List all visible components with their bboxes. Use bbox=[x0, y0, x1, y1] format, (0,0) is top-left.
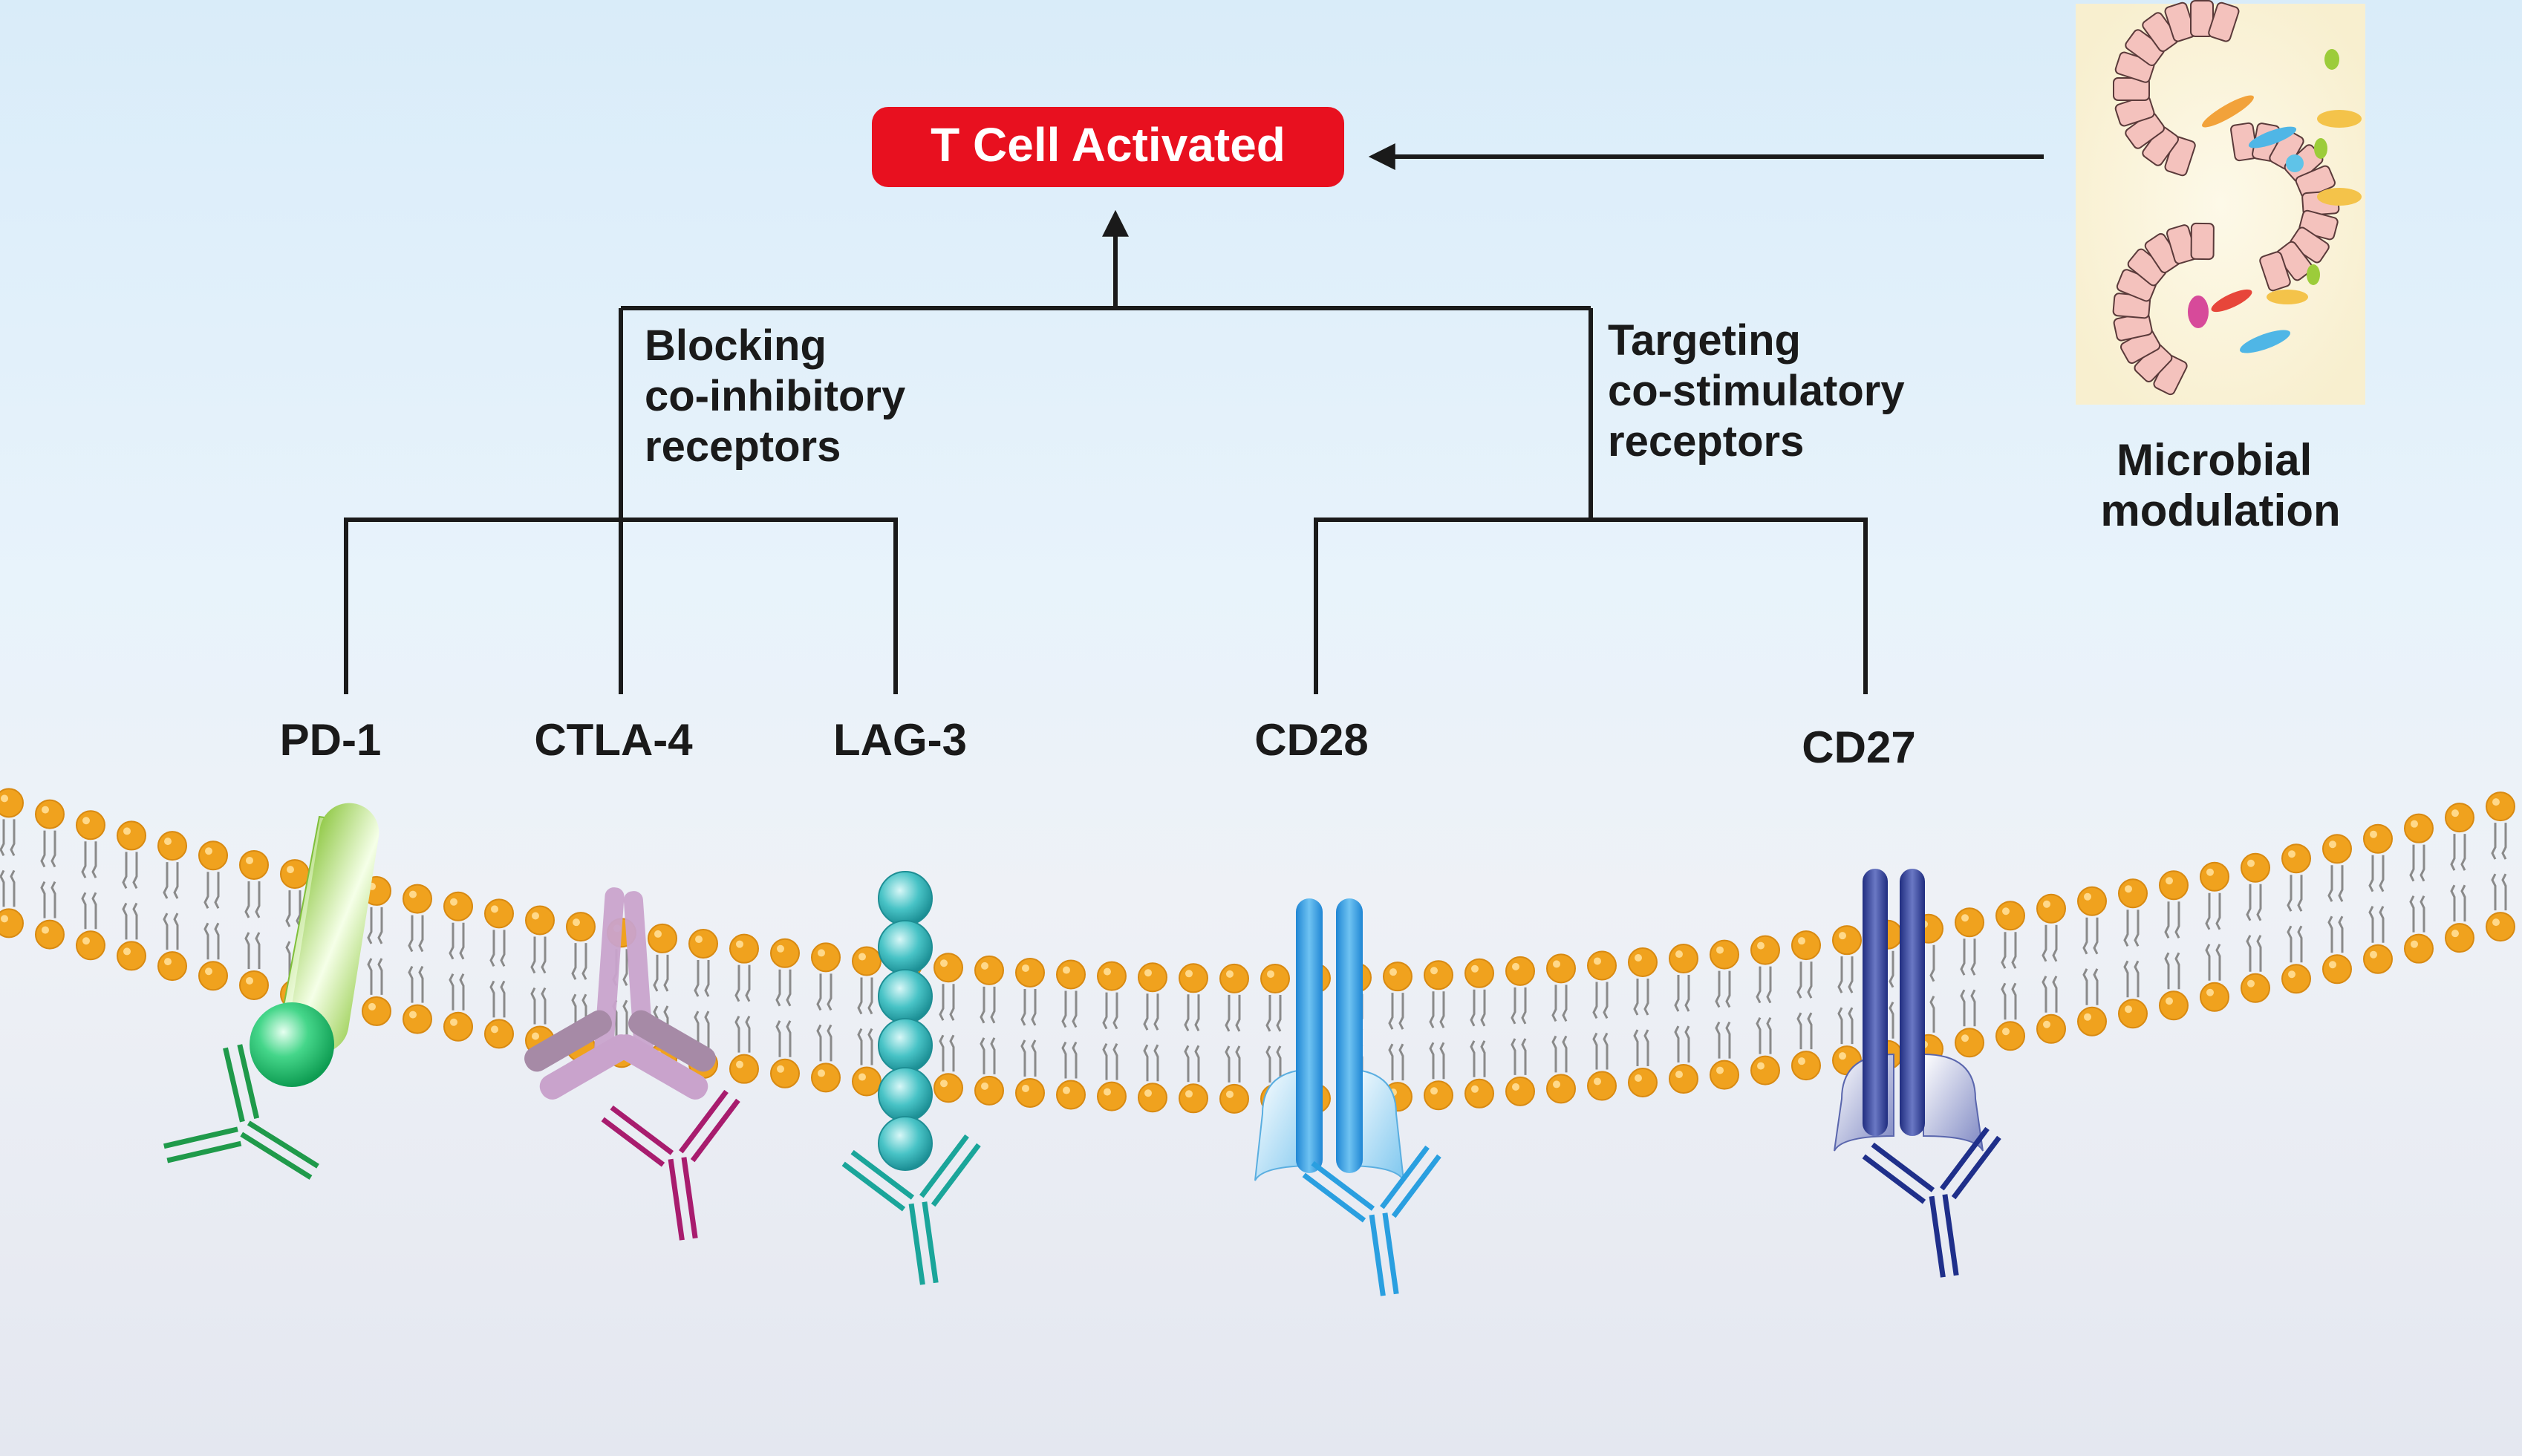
microbe-icon bbox=[2202, 95, 2254, 128]
receptor-label-cd27: CD27 bbox=[1802, 722, 1915, 772]
lipid-pair bbox=[1546, 953, 1576, 1104]
lipid-pair bbox=[1628, 947, 1658, 1098]
lipid-pair bbox=[729, 933, 759, 1084]
lipid-pair bbox=[1832, 925, 1862, 1076]
lipid-pair bbox=[484, 898, 514, 1049]
lipid-pair bbox=[2363, 823, 2393, 974]
microbe-icon bbox=[2188, 296, 2209, 328]
microbe-icon bbox=[2267, 290, 2308, 304]
microbial-modulation-label: Microbial modulation bbox=[2100, 435, 2340, 535]
antibody-icon bbox=[1862, 1126, 2001, 1278]
antibody-icon bbox=[601, 1089, 740, 1241]
lipid-pair bbox=[2281, 843, 2311, 994]
connector-tree bbox=[344, 143, 2044, 694]
stimulatory-branch-label: Targeting co-stimulatory receptors bbox=[1608, 316, 1917, 466]
lipid-pair bbox=[1955, 907, 1984, 1058]
lipid-bilayer-membrane bbox=[0, 788, 2515, 1114]
lipid-pair bbox=[2486, 791, 2515, 942]
lipid-pair bbox=[525, 905, 555, 1056]
gut-epithelium-icon bbox=[2112, 0, 2362, 396]
lipid-pair bbox=[157, 831, 187, 982]
microbe-icon bbox=[2317, 188, 2362, 206]
receptor-label-pd1: PD-1 bbox=[280, 715, 382, 765]
pd1-receptor bbox=[250, 803, 379, 1087]
inhibitory-branch-label: Blocking co-inhibitory receptors bbox=[645, 321, 917, 471]
lipid-pair bbox=[1587, 950, 1617, 1101]
microbe-icon bbox=[2286, 154, 2304, 172]
lipid-pair bbox=[770, 938, 800, 1088]
microbe-icon bbox=[2248, 126, 2297, 148]
lipid-pair bbox=[2241, 852, 2270, 1003]
lipid-pair bbox=[117, 820, 146, 971]
lipid-pair bbox=[198, 840, 228, 991]
lipid-pair bbox=[1995, 901, 2025, 1051]
lipid-pair bbox=[2159, 870, 2189, 1021]
receptor-label-ctla4: CTLA-4 bbox=[534, 715, 693, 765]
lipid-pair bbox=[443, 891, 473, 1042]
lipid-pair bbox=[2118, 878, 2148, 1029]
lipid-pair bbox=[2036, 893, 2066, 1044]
lipid-pair bbox=[974, 955, 1004, 1106]
lipid-pair bbox=[1097, 961, 1127, 1111]
lipid-pair bbox=[1056, 959, 1086, 1110]
lipid-pair bbox=[1219, 963, 1249, 1114]
receptor-label-lag3: LAG-3 bbox=[833, 715, 967, 765]
lipid-pair bbox=[2445, 803, 2474, 953]
microbe-icon bbox=[2324, 49, 2339, 70]
lipid-pair bbox=[362, 875, 391, 1026]
microbe-icon bbox=[2211, 289, 2252, 313]
lipid-pair bbox=[2077, 886, 2107, 1036]
lipid-pair bbox=[933, 953, 963, 1103]
lipid-pair bbox=[1669, 944, 1698, 1094]
lipid-pair bbox=[811, 942, 841, 1093]
lipid-pair bbox=[1424, 960, 1453, 1111]
t-cell-activated-box: T Cell Activated bbox=[872, 107, 1344, 187]
microbe-icon bbox=[2317, 110, 2362, 128]
antibody-icon bbox=[841, 1134, 981, 1285]
lipid-pair bbox=[2322, 834, 2352, 985]
lipid-pair bbox=[35, 799, 65, 950]
lipid-pair bbox=[2404, 813, 2434, 964]
antibodies bbox=[163, 1044, 2001, 1296]
lipid-pair bbox=[1505, 956, 1535, 1106]
lipid-pair bbox=[1710, 939, 1739, 1090]
ctla4-receptor bbox=[524, 887, 716, 1100]
microbe-icon bbox=[2314, 138, 2327, 159]
lipid-pair bbox=[1138, 962, 1167, 1113]
antibody-icon bbox=[1302, 1145, 1441, 1296]
lipid-pair bbox=[0, 788, 24, 938]
microbial-panel: Microbial modulation bbox=[2076, 0, 2365, 535]
lipid-pair bbox=[1015, 957, 1045, 1108]
lipid-pair bbox=[1750, 935, 1780, 1086]
cd27-receptor bbox=[1834, 869, 1984, 1152]
lipid-pair bbox=[1464, 958, 1494, 1109]
lipid-pair bbox=[239, 849, 269, 1000]
lag3-receptor bbox=[878, 871, 933, 1171]
lipid-pair bbox=[2200, 861, 2229, 1012]
lipid-pair bbox=[76, 810, 105, 961]
stimulatory-bracket bbox=[1314, 518, 1868, 694]
lipid-pair bbox=[1791, 930, 1821, 1081]
microbe-icon bbox=[2307, 264, 2320, 285]
lipid-pair bbox=[1179, 963, 1208, 1114]
receptor-label-cd28: CD28 bbox=[1254, 715, 1368, 765]
lipid-pair bbox=[403, 884, 432, 1034]
t-cell-activated-label: T Cell Activated bbox=[931, 118, 1286, 172]
antibody-icon bbox=[163, 1044, 319, 1180]
microbe-icon bbox=[2239, 330, 2291, 353]
lipid-pair bbox=[852, 946, 882, 1097]
cd28-receptor bbox=[1254, 898, 1404, 1181]
